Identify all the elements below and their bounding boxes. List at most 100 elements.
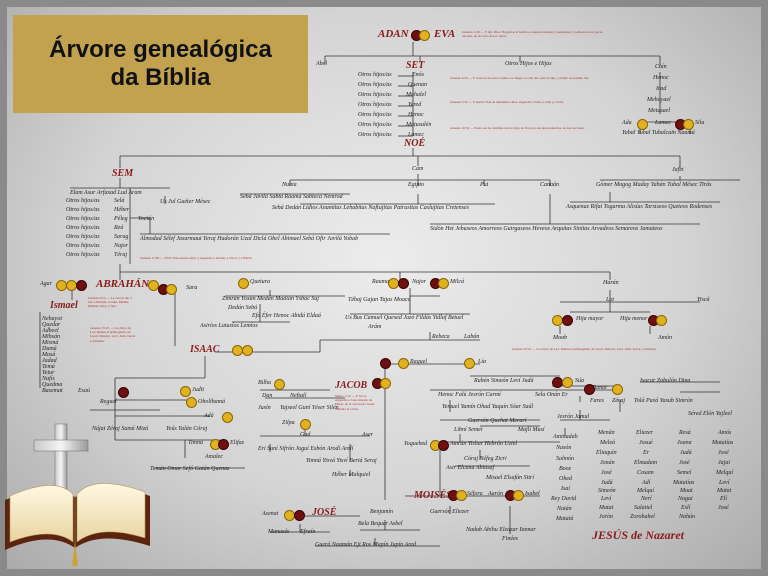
ada-esau-marker bbox=[222, 412, 233, 423]
isabel-marker bbox=[513, 490, 524, 501]
gen1-9: Matatá bbox=[556, 516, 574, 522]
sem-side-4: Otros hijos/as bbox=[66, 225, 100, 231]
jafet-label: Jafet bbox=[672, 167, 684, 173]
najor: Najor bbox=[412, 279, 427, 285]
jose-label: JOSÉ bbox=[312, 507, 337, 518]
ismael-kid-9: Temá bbox=[42, 364, 55, 370]
haran: Harán bbox=[603, 280, 619, 286]
juda-marker-2 bbox=[584, 384, 595, 395]
milca: Milcá bbox=[450, 279, 464, 285]
reguel: Reguel bbox=[100, 399, 117, 405]
sela: Sela Onán Er bbox=[535, 392, 568, 398]
kohat-2: Asir Elcana Abiasaf bbox=[446, 465, 495, 471]
dan: Dan bbox=[262, 393, 273, 399]
zabulon-kids: Séred Elón Yajleel bbox=[688, 411, 732, 417]
sem-side-2: Otros hijos/as bbox=[66, 207, 100, 213]
set-side-4: Otros hijos/as bbox=[358, 102, 392, 108]
bilha: Bilha bbox=[258, 380, 271, 386]
gen1-6: Isaí bbox=[561, 486, 570, 492]
isacar-line: Isacar Zabulón Dina bbox=[640, 378, 691, 384]
sem-line-4: Reú bbox=[114, 225, 124, 231]
sem-side-5: Otros hijos/as bbox=[66, 234, 100, 240]
quetura-marker bbox=[238, 278, 249, 289]
gen5-6: Leví bbox=[719, 480, 730, 486]
amram-marker bbox=[438, 440, 449, 451]
gen4-3: Judá bbox=[680, 450, 692, 456]
gen2-7: Simeón bbox=[598, 488, 616, 494]
moises-kids: Guersón Eliezer bbox=[430, 509, 470, 515]
gen5-8: Elí bbox=[720, 496, 727, 502]
gen2-8: Leví bbox=[601, 496, 612, 502]
gen3-3: Er bbox=[643, 450, 649, 456]
aram-2: Arám bbox=[368, 324, 382, 330]
sem-line-3: Péleg bbox=[114, 216, 128, 222]
elifaz-kids: Temán Omar Sefó Gatán Quenaz bbox=[150, 466, 230, 472]
quetura-kids: Zimrán Yoxán Medán Madián Ysbac Suj bbox=[222, 296, 319, 302]
manases: Manasés bbox=[268, 529, 290, 535]
adan-label: ADAN bbox=[378, 28, 409, 40]
agar: Agar bbox=[40, 281, 52, 287]
basemat-line: Esaú bbox=[78, 388, 90, 394]
gen5-1: Amós bbox=[718, 430, 732, 436]
jacob-line-marker bbox=[380, 358, 391, 369]
gen1-2: Nasón bbox=[556, 445, 572, 451]
oholibama-kids: Yeús Yalán Córaj bbox=[166, 426, 208, 432]
lot: Lot bbox=[606, 297, 615, 303]
set-line-5: Henoc bbox=[408, 112, 424, 118]
set-line-4: Yered bbox=[408, 102, 422, 108]
sem-side-1: Otros hijos/as bbox=[66, 198, 100, 204]
merari-kids: Majlí Musí bbox=[518, 427, 545, 433]
ismael-kid-5: Mismá bbox=[42, 340, 59, 346]
cain-mehuyael: Mehuyael bbox=[647, 97, 671, 103]
gad: Gad bbox=[300, 432, 311, 438]
gen4-4: José bbox=[679, 460, 690, 466]
gen3-7: Melquí bbox=[637, 488, 654, 494]
gen4-1: Resá bbox=[679, 430, 691, 436]
beria-kids: Héber Malquiel bbox=[332, 472, 371, 478]
sem-side-7: Otros hijos/as bbox=[66, 252, 100, 258]
ismael-kid-6: Dumá bbox=[42, 346, 57, 352]
oholibama-marker bbox=[186, 397, 197, 408]
set-line-7: Lamec bbox=[408, 132, 424, 138]
sem-side-6: Otros hijos/as bbox=[66, 243, 100, 249]
laban: Labán bbox=[464, 334, 480, 340]
fares: Fares bbox=[590, 398, 604, 404]
raquel-marker bbox=[398, 358, 409, 369]
raama-kids: Sebá Dedán Lidios Anamitas Lehabitas Naf… bbox=[272, 205, 470, 211]
set-side-6: Otros hijos/as bbox=[358, 122, 392, 128]
judit: Judit bbox=[192, 387, 204, 393]
judit-marker bbox=[180, 386, 191, 397]
sem-line-7: Téraj bbox=[114, 252, 128, 258]
yoctan-kids: Almodad Sélef Jasarmaut Yeraj Hadorán Uz… bbox=[140, 236, 359, 242]
isaac-label: ISAAC bbox=[190, 344, 220, 355]
simeon-kids: Yemuel Yamín Ohad Yaquín Sóar Saúl bbox=[442, 404, 534, 410]
gad-kids: Eri Suní Sifrón Jaguí Esbón Arodí Arelí bbox=[258, 446, 354, 452]
abraham-marker bbox=[76, 280, 87, 291]
hija-menor-marker bbox=[656, 315, 667, 326]
madian-kids: Efá Éfer Henoc Abidá Eldaá bbox=[252, 313, 321, 319]
note-1: Génesis 1:26 — Y dijo Dios: Hagamos al h… bbox=[462, 30, 603, 39]
ismael-label: Ismael bbox=[50, 300, 78, 311]
moab: Moab bbox=[553, 335, 567, 341]
ismael-kid-2: Quedar bbox=[42, 322, 61, 328]
eva-marker bbox=[419, 30, 430, 41]
abel: Abel bbox=[316, 61, 327, 67]
gen3-8: Nerí bbox=[641, 496, 652, 502]
gen3-1: Eliezer bbox=[636, 430, 653, 436]
ismael-kid-12: Quedma bbox=[42, 382, 63, 388]
gen4-10: Nahún bbox=[679, 514, 696, 520]
bilha-marker bbox=[274, 379, 285, 390]
isacar-kids: Tolá Puvá Yasub Simrón bbox=[634, 398, 693, 404]
gen5-3: José bbox=[718, 450, 729, 456]
esau-marker bbox=[118, 387, 129, 398]
milca-kids: Us Bus Camuel Quesed Jazó Fildás Yidlaf … bbox=[345, 315, 464, 321]
sefora: Séfora bbox=[467, 491, 483, 497]
ismael-kid-11: Nafís bbox=[42, 376, 55, 382]
gen1-5: Obed bbox=[559, 476, 572, 482]
benjamin-kids: Bela Bequer Asbel bbox=[358, 521, 403, 527]
sila-marker bbox=[683, 119, 694, 130]
note-6b: Génesis 35:23 — Los hijos de Lea: Rubén … bbox=[90, 326, 136, 343]
gen4-6: Matatías bbox=[673, 480, 695, 486]
raquel: Raquel bbox=[410, 359, 427, 365]
